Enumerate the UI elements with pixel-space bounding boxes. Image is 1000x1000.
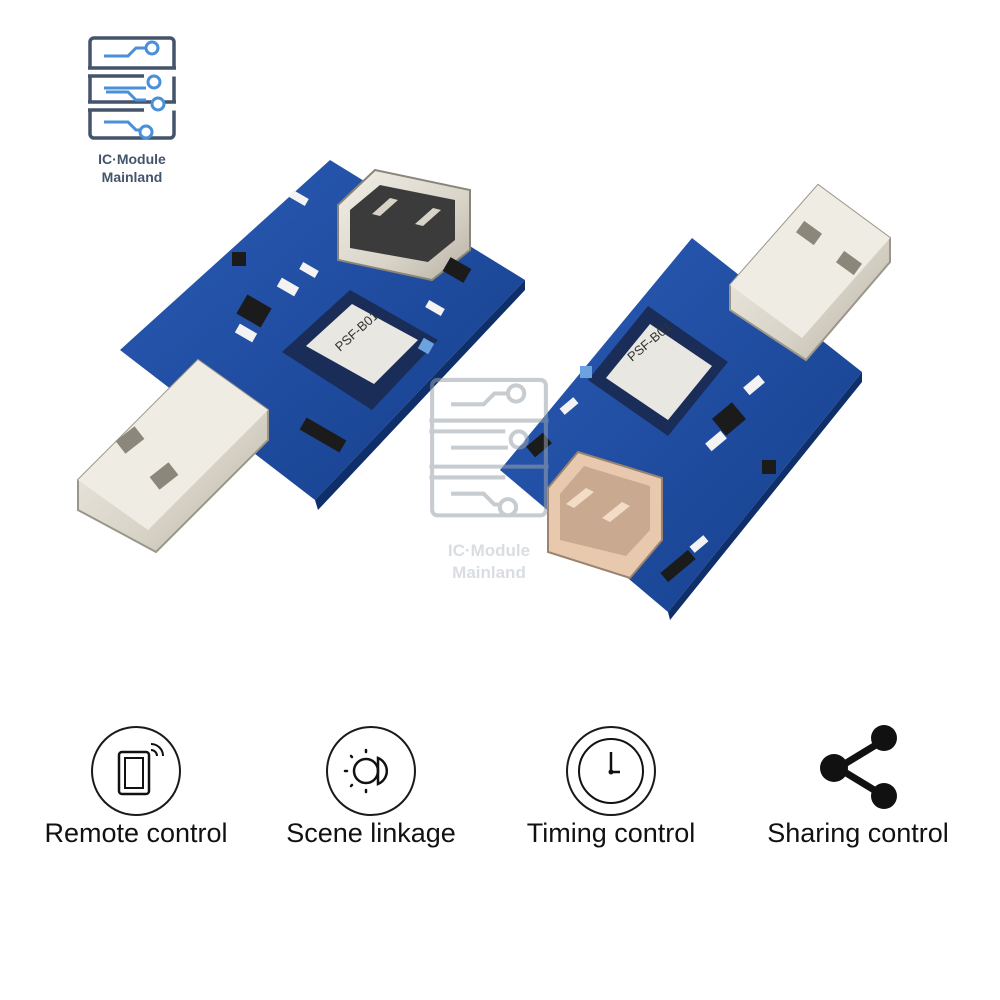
- feature-scene-linkage: Scene linkage: [251, 718, 491, 868]
- scene-sun-moon-icon: [343, 748, 388, 794]
- right-usb-socket: [547, 450, 663, 580]
- feature-timing-control: Timing control: [491, 718, 731, 868]
- left-board: PSF-B01: [77, 160, 525, 554]
- right-wifi-module: PSF-B01: [580, 306, 728, 436]
- watermark: IC·Module Mainland: [424, 374, 554, 594]
- left-wifi-module: PSF-B01: [282, 290, 438, 410]
- clock-icon: [578, 738, 644, 804]
- left-usb-socket: [337, 168, 471, 282]
- feature-label: Remote control: [44, 818, 228, 848]
- logo-line-1: IC·Module: [98, 151, 166, 167]
- circuit-chip-icon: [88, 36, 176, 140]
- right-board: PSF-B01: [500, 183, 891, 620]
- brand-logo: IC·Module Mainland: [84, 34, 180, 185]
- right-usb-plug: [729, 183, 891, 362]
- product-photo: PSF-B01: [77, 160, 891, 620]
- share-icon: [820, 725, 897, 809]
- feature-sharing-control: Sharing control: [738, 718, 978, 868]
- phone-remote-icon: [117, 743, 164, 796]
- watermark-circuit-icon: [429, 377, 549, 518]
- logo-line-2: Mainland: [101, 169, 163, 185]
- left-usb-plug: [77, 358, 269, 554]
- feature-label: Timing control: [526, 818, 696, 848]
- feature-label: Sharing control: [767, 818, 949, 848]
- feature-label: Scene linkage: [286, 818, 456, 848]
- feature-remote-control: Remote control: [16, 718, 256, 868]
- watermark-line-1: IC·Module: [447, 541, 531, 560]
- watermark-line-2: Mainland: [452, 563, 526, 582]
